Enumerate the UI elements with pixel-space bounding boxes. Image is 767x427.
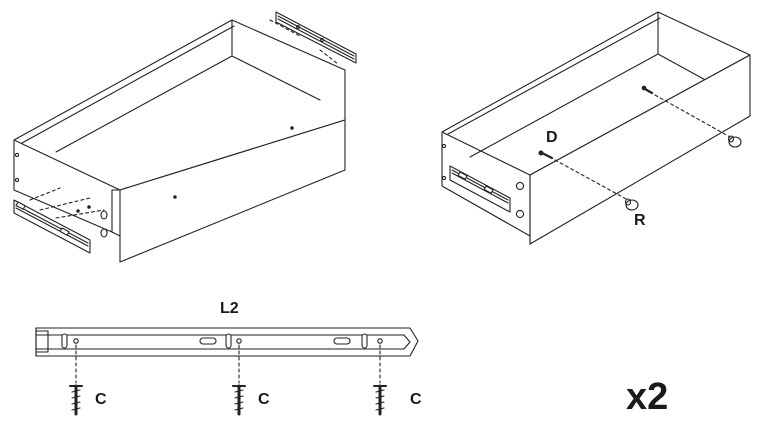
right-drawer xyxy=(442,12,750,244)
screw-d-label: D xyxy=(546,130,558,146)
rail-l2-label: L2 xyxy=(220,301,239,317)
screw-c-2-label: C xyxy=(258,392,270,408)
quantity-label: x2 xyxy=(626,378,668,416)
screw-c-3-label: C xyxy=(410,392,422,408)
knob-upper-icon xyxy=(729,136,742,147)
rail-l2 xyxy=(36,328,418,356)
knob-r-icon xyxy=(626,199,639,210)
knob-r-label: R xyxy=(634,213,646,229)
screw-c-1-label: C xyxy=(95,392,107,408)
